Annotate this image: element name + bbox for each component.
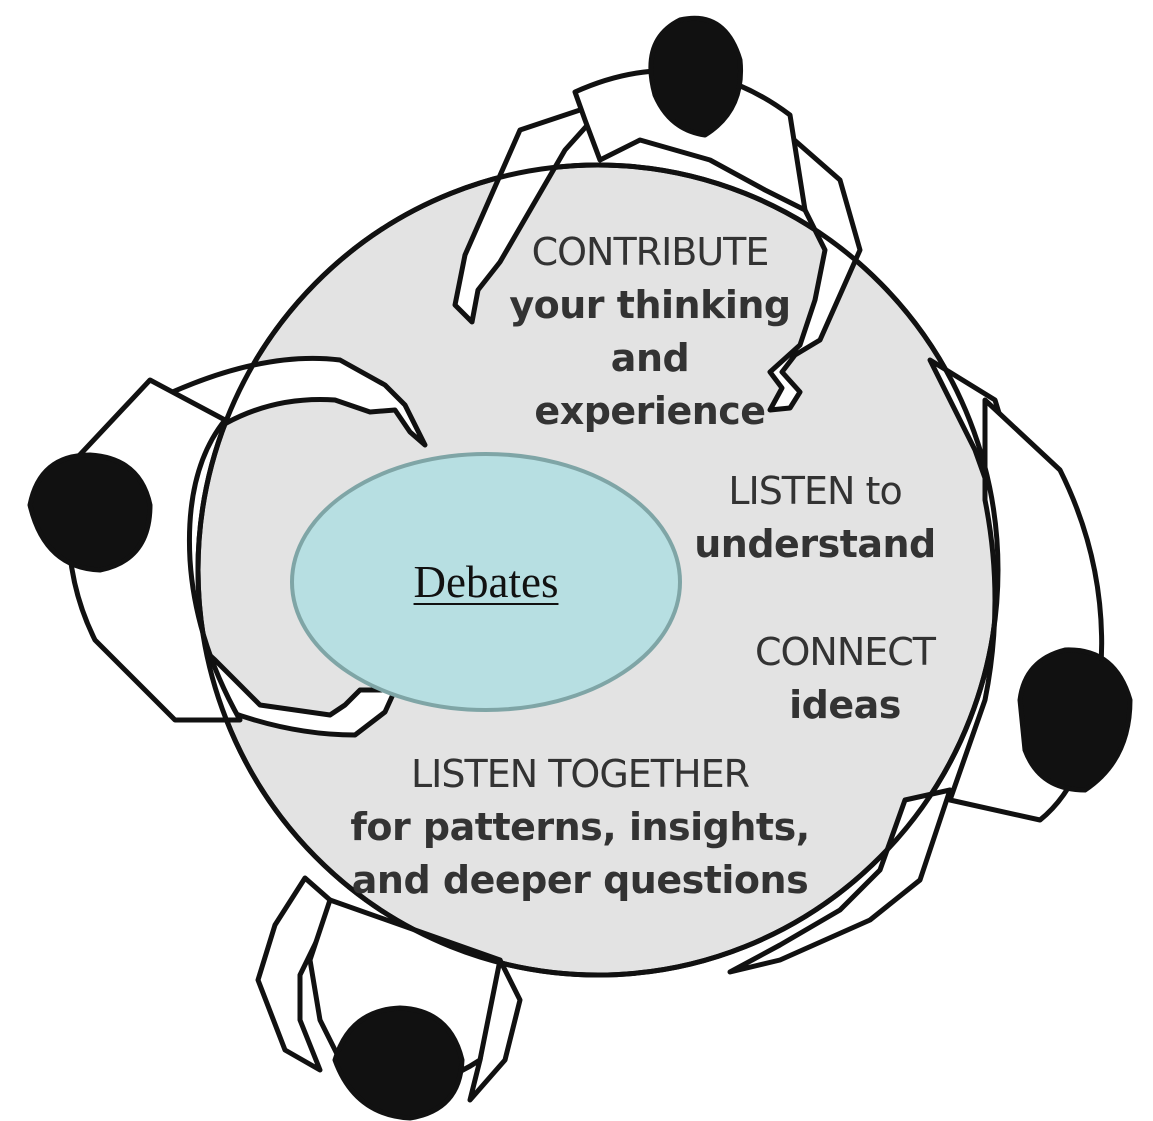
center-topic-label: Debates (413, 557, 559, 607)
round-table-edge (195, 162, 1001, 978)
person-bottom-head (332, 1005, 465, 1121)
contribute-line: your thinking (509, 283, 791, 327)
contribute-heading: CONTRIBUTE (531, 230, 770, 274)
center-topic-ellipse (290, 452, 682, 712)
listen-together-phrase: LISTEN TOGETHER for patterns, insights, … (340, 748, 820, 907)
connect-phrase: CONNECT ideas (740, 626, 950, 732)
listen-together-line: for patterns, insights, (350, 805, 810, 849)
person-right-lower-arm (727, 787, 953, 975)
listen-together-heading: LISTEN TOGETHER (410, 752, 750, 796)
contribute-phrase: CONTRIBUTE your thinking and experience (500, 226, 800, 438)
listen-together-line: and deeper questions (351, 858, 809, 902)
contribute-line: experience (534, 389, 766, 433)
connect-heading: CONNECT (754, 630, 936, 674)
contribute-line: and (610, 336, 690, 380)
person-left-head (27, 452, 153, 573)
person-right-head (1017, 647, 1133, 793)
person-top-right-arm (757, 107, 863, 413)
listen-phrase: LISTEN to understand (690, 465, 940, 571)
listen-line: understand (694, 522, 936, 566)
person-top (452, 15, 863, 413)
connect-line: ideas (789, 683, 901, 727)
person-top-head (648, 15, 744, 138)
listen-heading: LISTEN to (728, 469, 902, 513)
person-top-left-arm (452, 97, 613, 325)
person-right (727, 357, 1133, 975)
